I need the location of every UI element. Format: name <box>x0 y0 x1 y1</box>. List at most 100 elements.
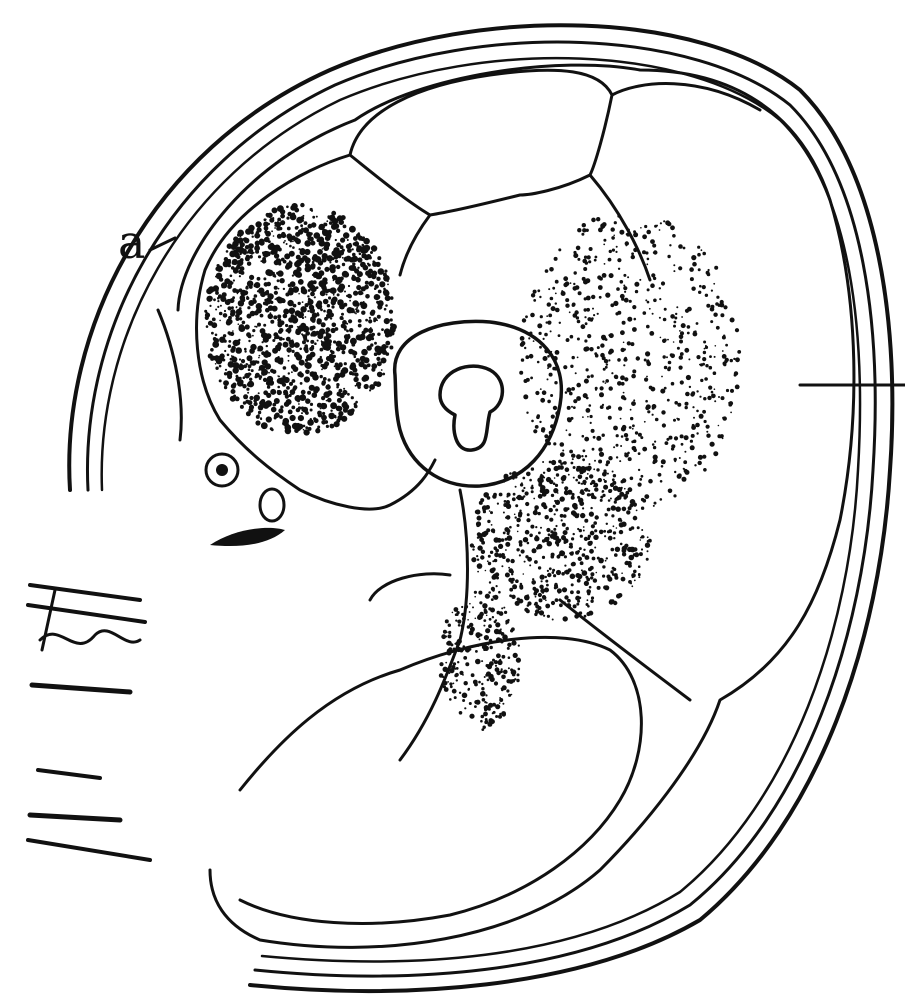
stipple-dot <box>484 609 487 612</box>
stipple-dot <box>479 501 483 505</box>
stipple-dot <box>327 390 332 395</box>
stipple-dot <box>265 400 272 407</box>
stipple-dot <box>485 718 488 721</box>
stipple-dot <box>630 499 636 505</box>
stipple-dot <box>645 406 649 410</box>
stipple-dot <box>305 398 309 402</box>
stipple-dot <box>633 570 637 574</box>
stipple-dot <box>625 438 629 442</box>
stipple-dot <box>624 357 627 360</box>
stipple-dot <box>611 505 616 510</box>
stipple-dot <box>570 282 572 284</box>
stipple-dot <box>562 475 567 480</box>
stipple-dot <box>706 431 708 433</box>
stipple-dot <box>290 240 292 242</box>
stipple-dot <box>512 584 517 589</box>
stipple-dot <box>238 323 240 325</box>
stipple-dot <box>288 360 290 362</box>
stipple-dot <box>527 594 529 596</box>
stipple-dot <box>609 386 613 390</box>
stipple-dot <box>310 232 313 235</box>
stipple-dot <box>251 252 254 255</box>
stipple-dot <box>541 427 545 431</box>
stipple-dot <box>336 383 339 386</box>
stipple-dot <box>588 469 590 471</box>
stipple-dot <box>240 295 246 301</box>
stipple-dot <box>488 555 491 558</box>
stipple-dot <box>326 294 328 296</box>
stipple-dot <box>218 270 220 272</box>
stipple-dot <box>600 496 603 499</box>
stipple-dot <box>550 330 552 332</box>
stipple-dot <box>336 341 342 347</box>
stipple-dot <box>513 653 518 658</box>
stipple-dot <box>559 603 563 607</box>
stipple-dot <box>531 580 536 585</box>
stipple-dot <box>694 464 696 466</box>
stipple-dot <box>502 655 506 659</box>
stipple-dot <box>633 448 637 452</box>
stipple-dot <box>612 471 614 473</box>
stipple-dot <box>294 352 300 358</box>
stipple-dot <box>327 398 332 403</box>
stipple-dot <box>547 615 550 618</box>
stipple-dot <box>605 293 610 298</box>
stipple-dot <box>547 302 551 306</box>
stipple-dot <box>699 396 701 398</box>
stipple-dot <box>254 233 260 239</box>
stipple-dot <box>448 634 452 638</box>
stipple-dot <box>658 473 662 477</box>
stipple-dot <box>332 323 337 328</box>
stipple-dot <box>591 495 595 499</box>
stipple-dot <box>322 380 326 384</box>
stipple-dot <box>664 339 667 342</box>
stipple-dot <box>341 215 346 220</box>
stipple-dot <box>311 263 316 268</box>
stipple-dot <box>598 460 602 464</box>
stipple-dot <box>310 340 314 344</box>
stipple-dot <box>674 436 678 440</box>
stipple-dot <box>661 281 665 285</box>
stipple-dot <box>499 611 504 616</box>
stipple-dot <box>481 715 485 719</box>
stipple-dot <box>368 319 372 323</box>
stipple-dot <box>555 586 558 589</box>
stipple-dot <box>550 297 554 301</box>
stipple-dot <box>277 270 283 276</box>
stipple-dot <box>348 334 350 336</box>
stipple-dot <box>620 375 625 380</box>
stipple-dot <box>519 371 523 375</box>
stipple-dot <box>535 526 537 528</box>
stipple-dot <box>595 387 598 390</box>
stipple-dot <box>604 585 609 590</box>
stipple-dot <box>586 308 590 312</box>
stipple-dot <box>294 261 300 267</box>
stipple-dot <box>540 398 545 403</box>
stipple-dot <box>363 328 368 333</box>
stipple-dot <box>493 595 498 600</box>
stipple-dot <box>585 576 588 579</box>
stipple-dot <box>259 400 265 406</box>
stipple-dot <box>539 296 541 298</box>
stipple-dot <box>342 271 349 278</box>
stipple-dot <box>685 309 689 313</box>
stipple-dot <box>621 435 624 438</box>
stipple-dot <box>590 422 592 424</box>
stipple-dot <box>328 339 332 343</box>
stipple-dot <box>653 277 656 280</box>
stipple-dot <box>309 326 314 331</box>
stipple-dot <box>245 324 250 329</box>
stipple-dot <box>345 256 351 262</box>
stipple-dot <box>258 411 261 414</box>
stipple-dot <box>564 541 567 544</box>
stipple-dot <box>532 548 537 553</box>
stipple-dot <box>571 496 575 500</box>
stipple-dot <box>583 526 585 528</box>
stipple-dot <box>320 375 323 378</box>
stipple-dot <box>353 242 356 245</box>
stipple-dot <box>244 238 250 244</box>
stipple-dot <box>698 268 701 271</box>
stipple-dot <box>314 296 316 298</box>
stipple-dot <box>386 352 390 356</box>
stipple-dot <box>387 284 389 286</box>
